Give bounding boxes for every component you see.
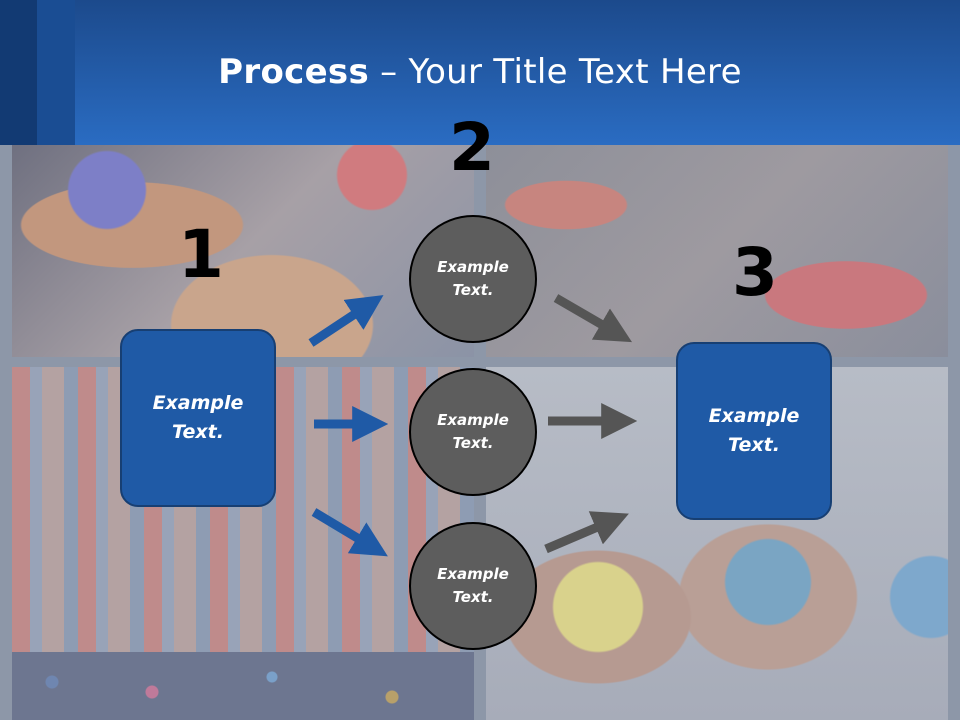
arrow-blue-down: [311, 508, 388, 557]
circle-bottom: Example Text.: [409, 522, 537, 650]
arrow-gray-up: [544, 511, 629, 554]
left-box: Example Text.: [120, 329, 276, 507]
circle-middle: Example Text.: [409, 368, 537, 496]
title-bold: Process: [218, 52, 370, 92]
slide-title: Process – Your Title Text Here: [0, 52, 960, 92]
step-number-1: 1: [178, 216, 224, 293]
header-band: [0, 0, 960, 145]
step-number-2: 2: [449, 109, 495, 186]
photo-panel-top-right: [486, 145, 948, 357]
left-box-text: Example Text.: [152, 392, 244, 443]
circle-top-text: Example Text.: [437, 258, 509, 299]
photo-panel-top-left: [12, 145, 474, 357]
circle-top: Example Text.: [409, 215, 537, 343]
arrow-gray-down: [553, 294, 633, 343]
header-stripe: [37, 0, 75, 145]
header-stripe: [0, 0, 37, 145]
photo-panel-bottom-strip: [12, 652, 474, 720]
right-box: Example Text.: [676, 342, 832, 520]
title-rest: – Your Title Text Here: [369, 52, 742, 92]
right-box-text: Example Text.: [708, 405, 800, 456]
circle-middle-text: Example Text.: [437, 411, 509, 452]
circle-bottom-text: Example Text.: [437, 565, 509, 606]
step-number-3: 3: [732, 234, 778, 311]
arrow-blue-up: [308, 295, 384, 347]
